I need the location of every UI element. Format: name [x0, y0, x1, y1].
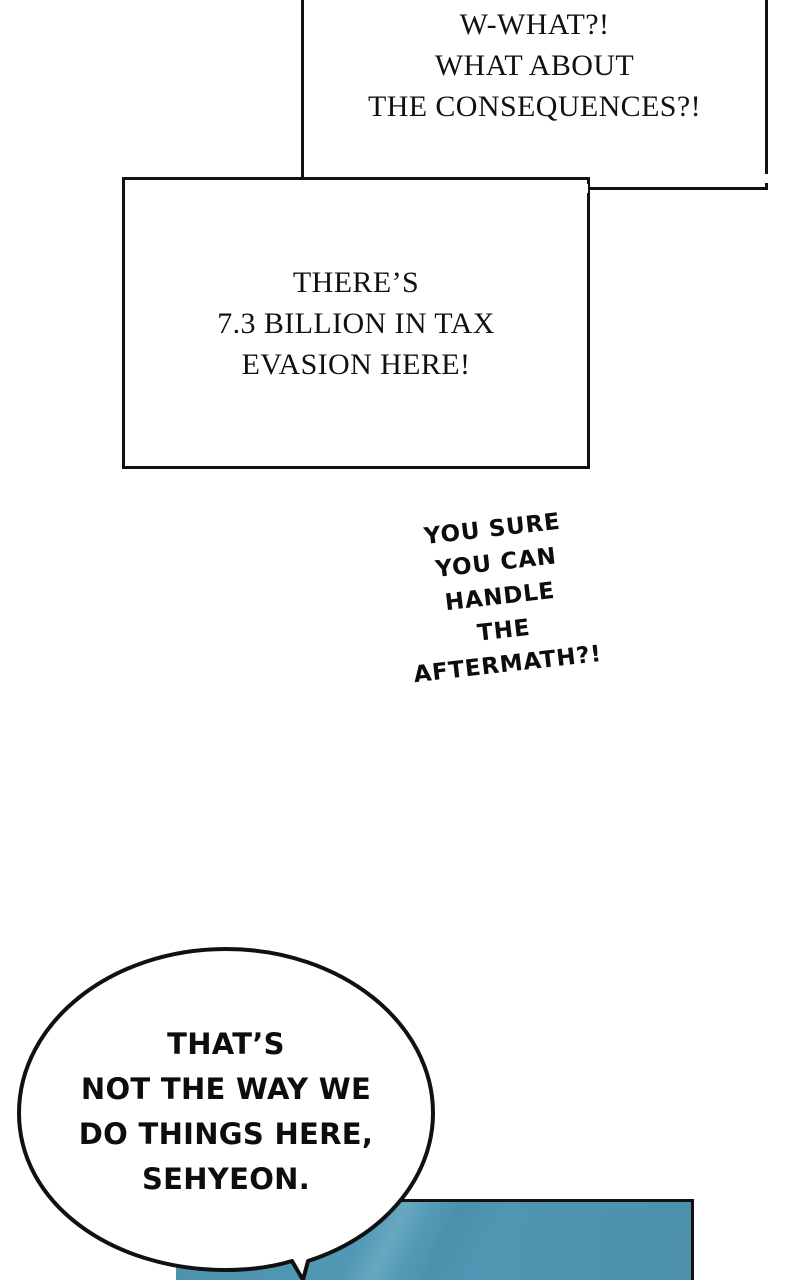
oval-balloon-shape: [17, 947, 435, 1280]
speech-box-second-text: THERE’S 7.3 BILLION IN TAX EVASION HERE!: [217, 265, 495, 381]
oval-speech-balloon: [16, 947, 436, 1280]
speech-box-second: THERE’S 7.3 BILLION IN TAX EVASION HERE!: [122, 177, 590, 469]
border-join-mask-upper: [304, 184, 588, 193]
oval-balloon-text: THAT’S NOT THE WAY WE DO THINGS HERE, SE…: [78, 1027, 374, 1196]
speech-box-top-text: W-WHAT?! WHAT ABOUT THE CONSEQUENCES?!: [367, 7, 701, 123]
handwritten-shout-text: YOU SURE YOU CAN HANDLE THE AFTERMATH?!: [412, 508, 604, 689]
border-join-mask-lower: [591, 174, 769, 183]
speech-box-top: W-WHAT?! WHAT ABOUT THE CONSEQUENCES?!: [301, 0, 768, 190]
